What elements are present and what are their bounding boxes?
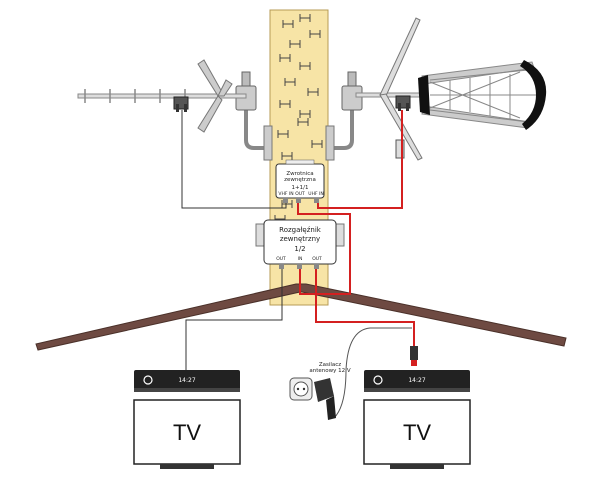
splitter-label-line1: Rozgałęźnik [279, 226, 322, 234]
switch-port-uhf-in: UHF IN [308, 191, 323, 197]
antenna-splitter: Rozgałęźnik zewnętrzny 1/2 OUT IN OUT [255, 219, 345, 269]
mast-brick-pattern [274, 14, 323, 223]
receiver-right: 14:27 [364, 370, 470, 392]
antenna-mount-right [325, 71, 363, 161]
splitter-label-line3: 1/2 [294, 245, 305, 253]
antenna-power-supply: Zasilacz antenowy 12 V [289, 346, 418, 420]
splitter-port-in: IN [298, 256, 303, 262]
wall-socket-icon [289, 377, 313, 401]
switch-port-vhf-in: VHF IN [278, 191, 293, 197]
power-supply-label-line1: Zasilacz [319, 362, 341, 368]
switch-label-line1: Zwrotnica [286, 171, 313, 177]
splitter-port-out-right: OUT [312, 256, 322, 262]
splitter-label-line2: zewnętrzny [280, 235, 320, 243]
antenna-mount-left [235, 71, 273, 161]
antenna-switch: Zwrotnica zewnętrzna 1+1/1 VHF IN OUT UH… [275, 159, 325, 203]
receiver-left: 14:27 [134, 370, 240, 392]
splitter-port-out-left: OUT [276, 256, 286, 262]
power-supply-label-line2: antenowy 12 V [309, 368, 350, 374]
tv-right-label: TV [403, 420, 431, 445]
receiver-right-clock: 14:27 [408, 377, 425, 384]
tv-right: TV [363, 399, 471, 469]
power-cable [333, 327, 412, 419]
receiver-left-clock: 14:27 [178, 377, 195, 384]
switch-port-out: OUT [295, 191, 305, 197]
switch-label-line2: zewnętrzna [284, 177, 316, 183]
tv-left: TV [133, 399, 241, 469]
uhf-antenna [355, 17, 547, 161]
vhf-antenna [77, 59, 247, 133]
tv-left-label: TV [173, 420, 201, 445]
switch-label-line3: 1+1/1 [292, 185, 309, 191]
